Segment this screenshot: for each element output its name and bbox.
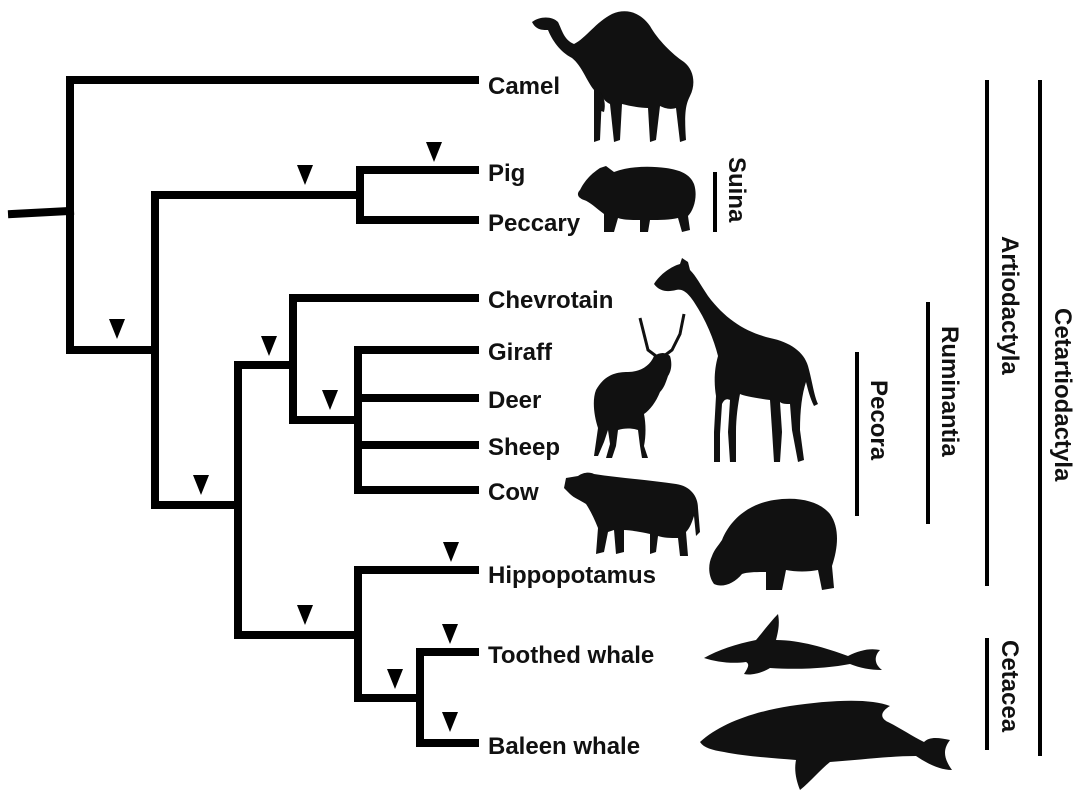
taxon-label-baleen-whale: Baleen whale [488, 735, 640, 759]
cow-silhouette-icon [564, 473, 700, 556]
clade-label-ruminantia: Ruminantia [937, 326, 961, 457]
taxon-label-hippopotamus: Hippopotamus [488, 564, 656, 588]
triangle-marker-icon [442, 624, 458, 644]
triangle-marker-icon [261, 336, 277, 356]
taxon-label-camel: Camel [488, 75, 560, 99]
taxon-label-peccary: Peccary [488, 212, 580, 236]
triangle-marker-icon [426, 142, 442, 162]
clade-bar-artiodactyla [985, 80, 989, 586]
taxon-label-giraff: Giraff [488, 341, 552, 365]
taxon-label-toothed-whale: Toothed whale [488, 644, 654, 668]
triangle-marker-icon [442, 712, 458, 732]
clade-bar-ruminantia [926, 302, 930, 524]
triangle-marker-icon [193, 475, 209, 495]
taxon-label-pig: Pig [488, 162, 525, 186]
taxon-label-sheep: Sheep [488, 436, 560, 460]
clade-label-cetartiodactyla: Cetartiodactyla [1050, 308, 1074, 481]
clade-label-pecora: Pecora [866, 380, 890, 460]
taxon-label-cow: Cow [488, 481, 539, 505]
node-markers [109, 142, 459, 732]
clade-label-cetacea: Cetacea [997, 640, 1021, 732]
tree-branches [12, 80, 475, 743]
clade-bar-pecora [855, 352, 859, 516]
triangle-marker-icon [443, 542, 459, 562]
dolphin-silhouette-icon [704, 614, 882, 675]
clade-bar-cetartiodactyla [1038, 80, 1042, 756]
hippopotamus-silhouette-icon [709, 499, 837, 590]
clade-label-suina: Suina [724, 157, 748, 222]
triangle-marker-icon [322, 390, 338, 410]
taxon-label-deer: Deer [488, 389, 541, 413]
pig-silhouette-icon [578, 166, 696, 232]
deer-silhouette-icon [594, 314, 684, 458]
triangle-marker-icon [297, 165, 313, 185]
triangle-marker-icon [387, 669, 403, 689]
taxon-label-chevrotain: Chevrotain [488, 289, 613, 313]
clade-bar-suina [713, 172, 717, 232]
humpback-whale-silhouette-icon [700, 701, 952, 790]
giraffe-silhouette-icon [654, 258, 818, 462]
triangle-marker-icon [297, 605, 313, 625]
clade-bar-cetacea [985, 638, 989, 750]
clade-label-artiodactyla: Artiodactyla [997, 236, 1021, 375]
root-branch [12, 211, 70, 214]
triangle-marker-icon [109, 319, 125, 339]
